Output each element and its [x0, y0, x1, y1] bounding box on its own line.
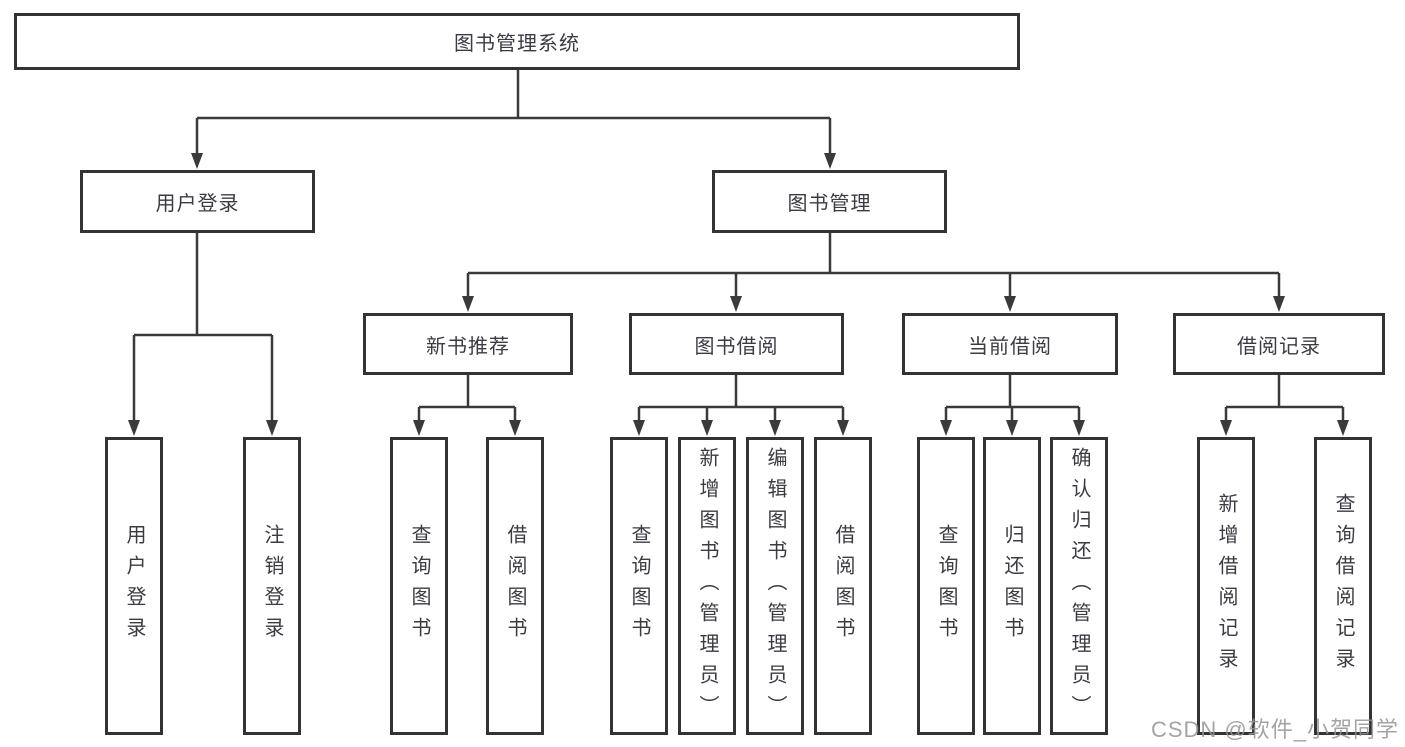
leaf-user-login: 用户登录	[105, 437, 163, 735]
leaf-query-borrow-record: 查询借阅记录	[1314, 437, 1372, 735]
node-library-system: 图书管理系统	[14, 13, 1020, 70]
leaf-borrow-books-recommend: 借阅图书	[486, 437, 544, 735]
csdn-watermark: CSDN @软件_小贺同学	[1150, 717, 1399, 742]
node-new-book-recommend: 新书推荐	[363, 313, 573, 375]
leaf-confirm-return-admin: 确认归还（管理员）	[1050, 437, 1108, 735]
node-book-management: 图书管理	[712, 170, 947, 233]
leaf-query-books-current: 查询图书	[917, 437, 975, 735]
leaf-return-book: 归还图书	[983, 437, 1041, 735]
node-user-login: 用户登录	[80, 170, 315, 233]
leaf-add-book-admin: 新增图书（管理员）	[678, 437, 736, 735]
leaf-query-books-recommend: 查询图书	[390, 437, 448, 735]
leaf-borrow-books-borrowing: 借阅图书	[814, 437, 872, 735]
leaf-add-borrow-record: 新增借阅记录	[1197, 437, 1255, 735]
node-borrowing-records: 借阅记录	[1173, 313, 1385, 375]
leaf-logout: 注销登录	[243, 437, 301, 735]
node-book-borrowing: 图书借阅	[629, 313, 844, 375]
leaf-edit-book-admin: 编辑图书（管理员）	[746, 437, 804, 735]
node-current-borrowing: 当前借阅	[902, 313, 1118, 375]
leaf-query-books-borrowing: 查询图书	[610, 437, 668, 735]
